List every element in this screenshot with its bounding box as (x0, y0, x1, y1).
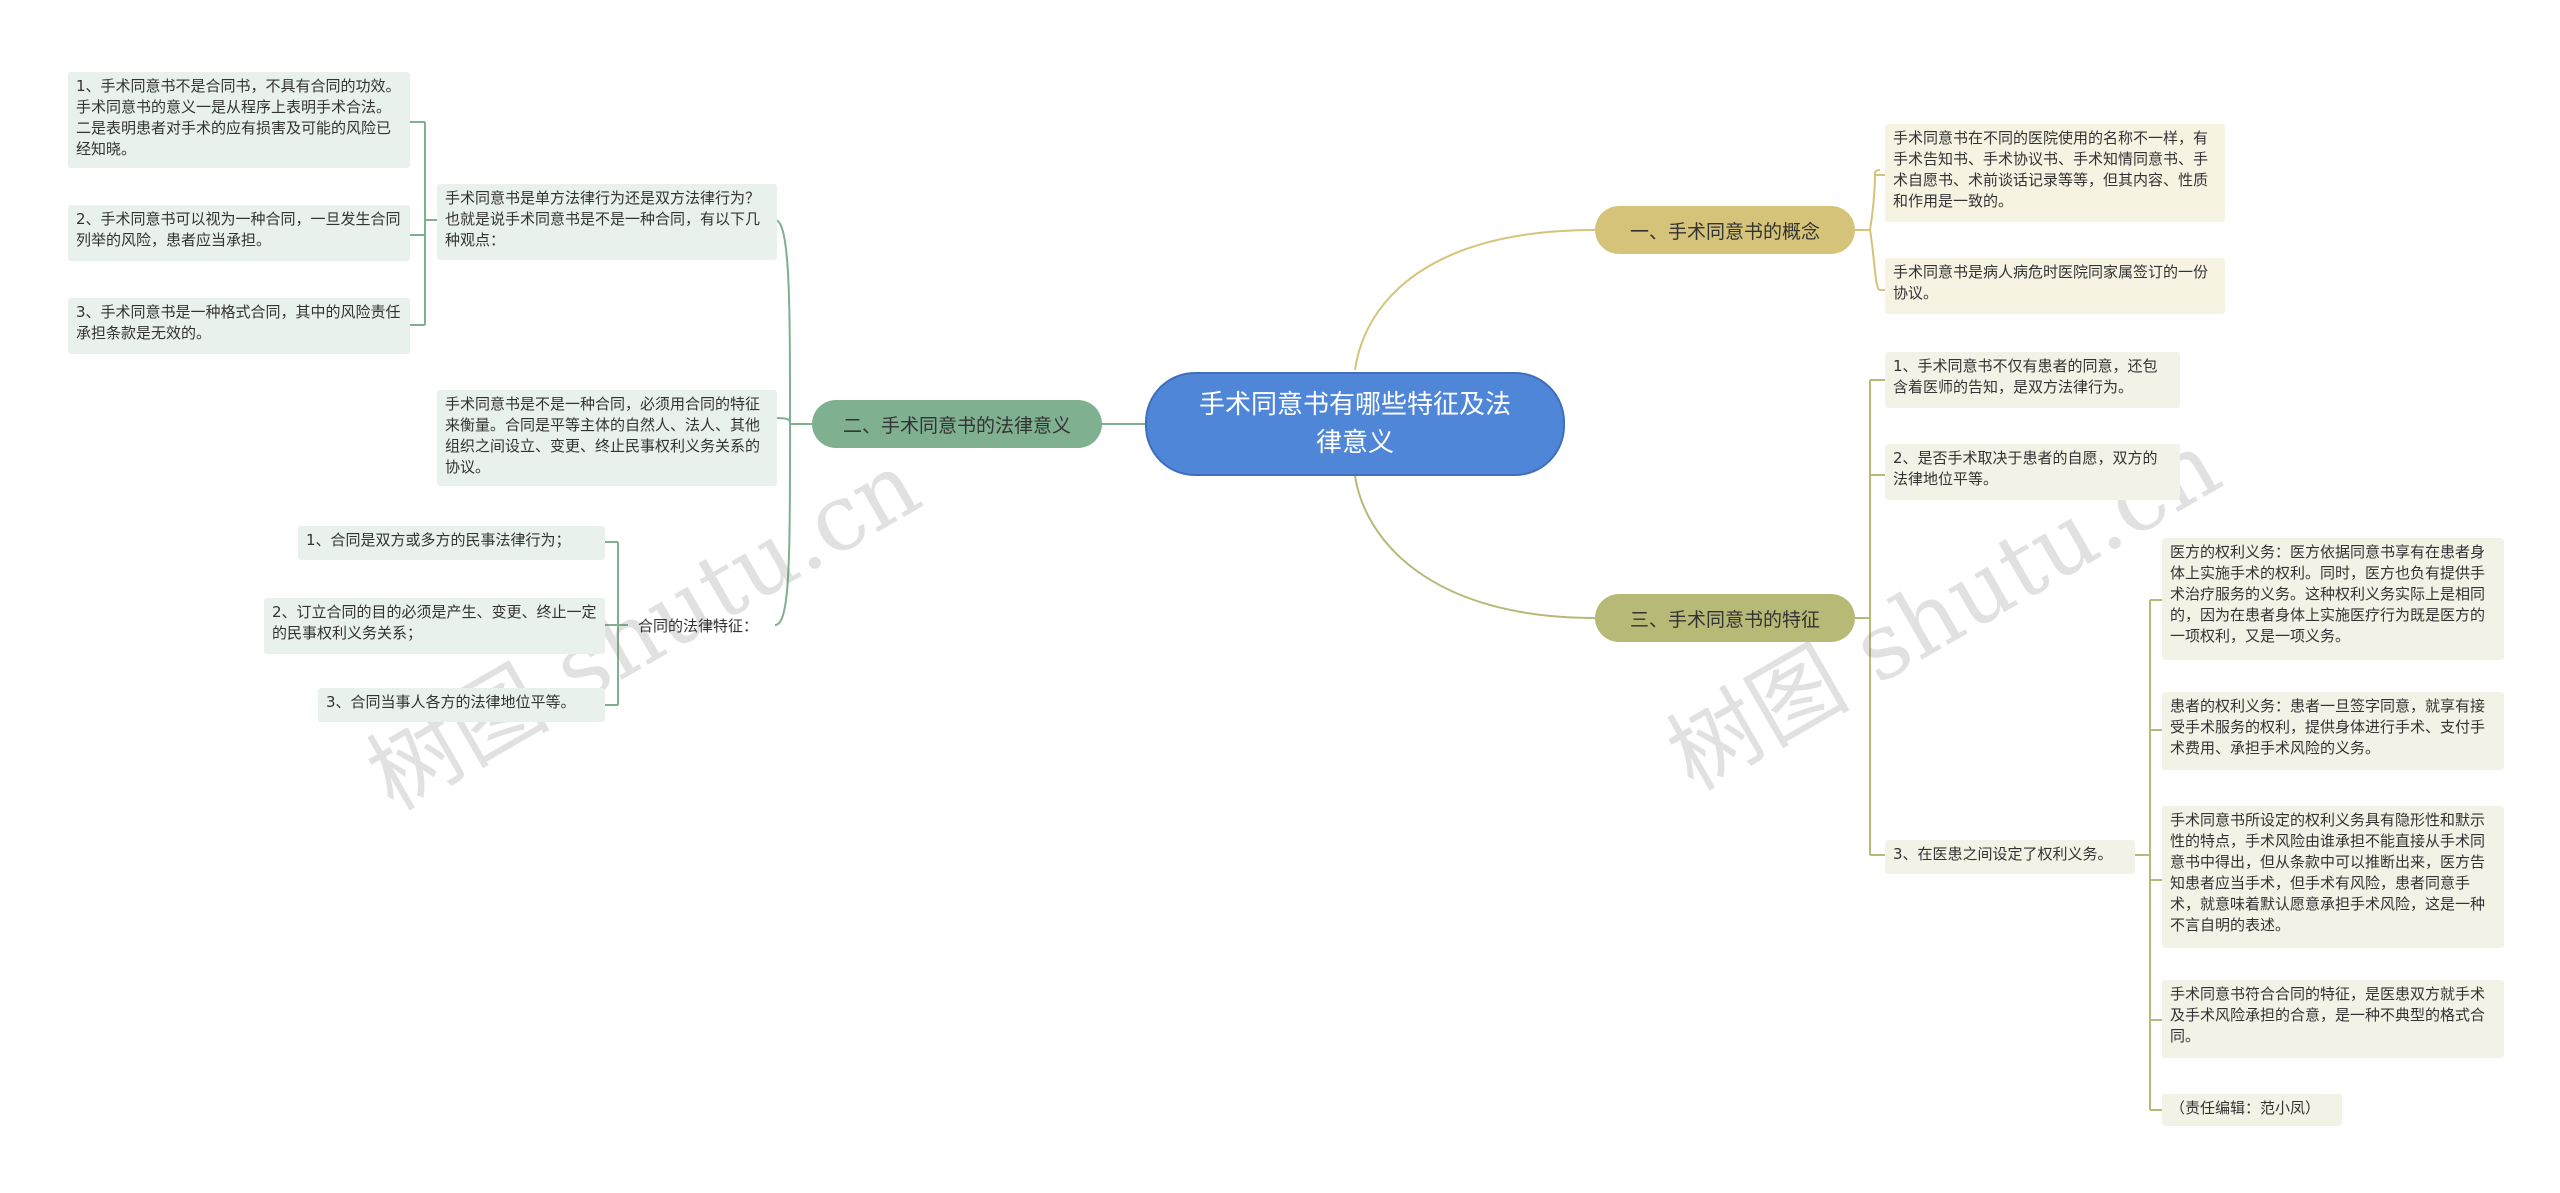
feature-subitem-1[interactable]: 医方的权利义务：医方依据同意书享有在患者身体上实施手术的权利。同时，医方也负有提… (2162, 538, 2504, 660)
concept-item-1[interactable]: 手术同意书在不同的医院使用的名称不一样，有手术告知书、手术协议书、手术知情同意书… (1885, 124, 2225, 222)
link-top-items (1855, 169, 1885, 291)
contract-feature-3[interactable]: 3、合同当事人各方的法律地位平等。 (318, 688, 605, 722)
feature-subitem-4[interactable]: 手术同意书符合合同的特征，是医患双方就手术及手术风险承担的合意，是一种不典型的格… (2162, 980, 2504, 1058)
feature-item-2[interactable]: 2、是否手术取决于患者的自愿，双方的法律地位平等。 (1885, 444, 2180, 500)
root-topic[interactable]: 手术同意书有哪些特征及法律意义 (1145, 372, 1565, 476)
editor-credit: （责任编辑：范小凤） (2162, 1094, 2342, 1126)
branch-features[interactable]: 三、手术同意书的特征 (1595, 594, 1855, 642)
link-q3-bracket (605, 541, 628, 706)
left-node-question[interactable]: 手术同意书是单方法律行为还是双方法律行为？也就是说手术同意书是不是一种合同，有以… (437, 184, 777, 260)
feature-item-3[interactable]: 3、在医患之间设定了权利义务。 (1885, 840, 2135, 874)
feature-subitem-3[interactable]: 手术同意书所设定的权利义务具有隐形性和默示性的特点，手术风险由谁承担不能直接从手… (2162, 806, 2504, 948)
branch-concept[interactable]: 一、手术同意书的概念 (1595, 206, 1855, 254)
contract-feature-2[interactable]: 2、订立合同的目的必须是产生、变更、终止一定的民事权利义务关系； (264, 598, 605, 654)
left-subitem-3[interactable]: 3、手术同意书是一种格式合同，其中的风险责任承担条款是无效的。 (68, 298, 410, 354)
link-sub-items (2130, 599, 2162, 1111)
left-node-contract-definition[interactable]: 手术同意书是不是一种合同，必须用合同的特征来衡量。合同是平等主体的自然人、法人、… (437, 390, 777, 486)
link-q1-bracket (410, 121, 437, 326)
link-root-bottom (1354, 475, 1596, 619)
concept-item-2[interactable]: 手术同意书是病人病危时医院同家属签订的一份协议。 (1885, 258, 2225, 314)
left-subitem-2[interactable]: 2、手术同意书可以视为一种合同，一旦发生合同列举的风险，患者应当承担。 (68, 205, 410, 261)
link-bottom-items (1855, 379, 1885, 856)
feature-subitem-2[interactable]: 患者的权利义务：患者一旦签字同意，就享有接受手术服务的权利，提供身体进行手术、支… (2162, 692, 2504, 770)
left-subitem-1[interactable]: 1、手术同意书不是合同书，不具有合同的功效。手术同意书的意义一是从程序上表明手术… (68, 72, 410, 168)
contract-feature-1[interactable]: 1、合同是双方或多方的民事法律行为； (298, 526, 605, 560)
branch-legal-meaning[interactable]: 二、手术同意书的法律意义 (812, 400, 1102, 448)
feature-item-1[interactable]: 1、手术同意书不仅有患者的同意，还包含着医师的告知，是双方法律行为。 (1885, 352, 2180, 408)
left-node-contract-features[interactable]: 合同的法律特征： (638, 617, 759, 635)
link-left-trunk (774, 219, 812, 626)
link-root-top (1354, 229, 1596, 371)
